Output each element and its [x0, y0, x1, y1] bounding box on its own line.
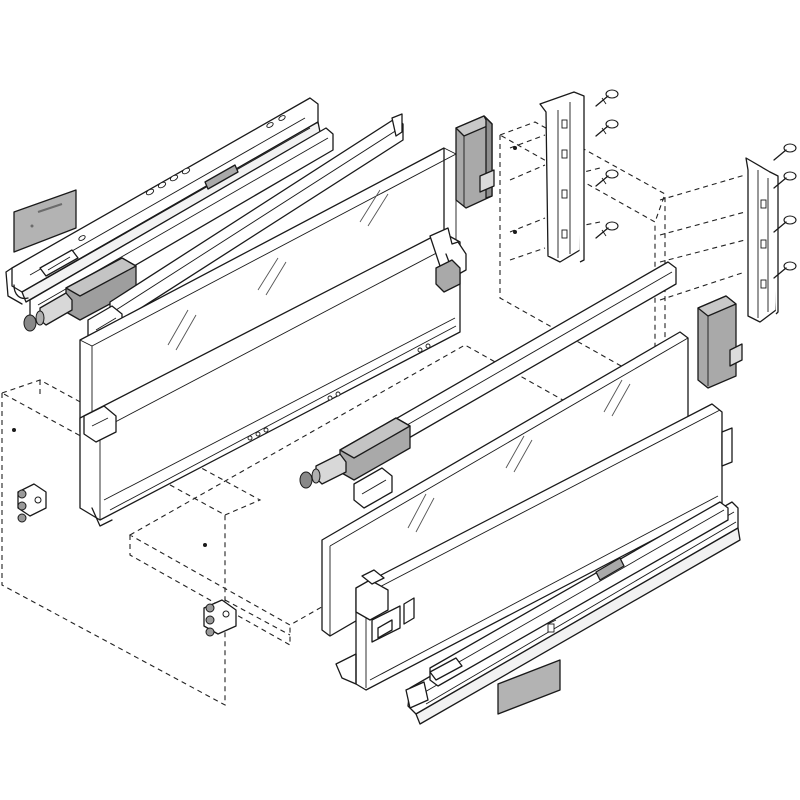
screw-icon [773, 143, 797, 161]
screw-icon [773, 215, 797, 233]
left-drawer-side-panel [79, 227, 467, 527]
right-runner-assembly [405, 501, 741, 725]
screw-icon [595, 169, 619, 187]
right-front-clip [697, 295, 743, 389]
screw-icon [595, 119, 619, 137]
left-damper-cylinder [23, 257, 137, 332]
adjuster-icon [203, 599, 237, 637]
screw-icon [595, 221, 619, 239]
adjuster-icon [17, 483, 47, 523]
screw-set [595, 89, 797, 279]
right-rear-bracket [745, 157, 779, 323]
screw-icon [595, 89, 619, 107]
screw-icon [773, 171, 797, 189]
left-rear-bracket [539, 91, 585, 263]
right-cover-cap [497, 659, 561, 715]
screw-icon [773, 261, 797, 279]
front-adjusters [17, 483, 237, 637]
left-front-clip [455, 115, 495, 209]
left-cover-cap [13, 189, 77, 253]
right-gallery-rail [299, 261, 677, 509]
